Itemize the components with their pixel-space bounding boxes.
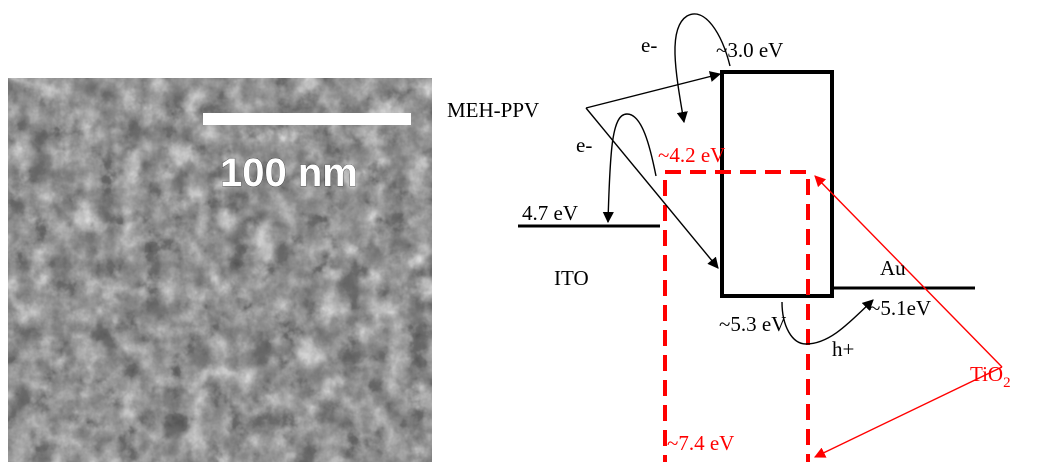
electron-transfer-arrow-1: [674, 13, 731, 124]
level-ito: 4.7 eV: [522, 201, 578, 225]
electron-transfer-arrow-2: [602, 113, 657, 224]
label-tio2-base: TiO: [970, 362, 1003, 386]
mehppv-band-box: [720, 70, 834, 298]
sem-texture: 100 nm: [8, 78, 432, 462]
hole-transfer-arrow: [781, 299, 874, 345]
mehppv-pointer-top: [585, 71, 722, 109]
mehppv-pointer-bottom: [585, 107, 719, 269]
scale-bar: [203, 113, 411, 125]
sem-image: 100 nm: [8, 78, 432, 462]
label-au: Au: [880, 256, 906, 280]
label-electron-2: e-: [576, 133, 592, 157]
level-au: ~5.1eV: [869, 296, 931, 320]
scale-bar-label: 100 nm: [220, 151, 358, 195]
label-tio2-subscript: 2: [1003, 375, 1011, 391]
level-mehppv-homo: ~5.3 eV: [719, 312, 786, 336]
label-ito: ITO: [554, 266, 589, 290]
sem-porous-structure: [8, 78, 432, 462]
level-mehppv-lumo: ~3.0 eV: [716, 38, 783, 62]
tio2-pointer-top: [814, 175, 1003, 368]
label-electron-1: e-: [641, 33, 657, 57]
label-mehppv: MEH-PPV: [447, 98, 539, 122]
tio2-pointer-bottom: [813, 366, 1003, 458]
level-tio2-vb: ~7.4 eV: [667, 431, 734, 455]
label-tio2: TiO2: [970, 362, 1011, 391]
label-hole: h+: [832, 337, 854, 361]
level-tio2-cb: ~4.2 eV: [658, 143, 725, 167]
tio2-band-box: [663, 170, 810, 462]
